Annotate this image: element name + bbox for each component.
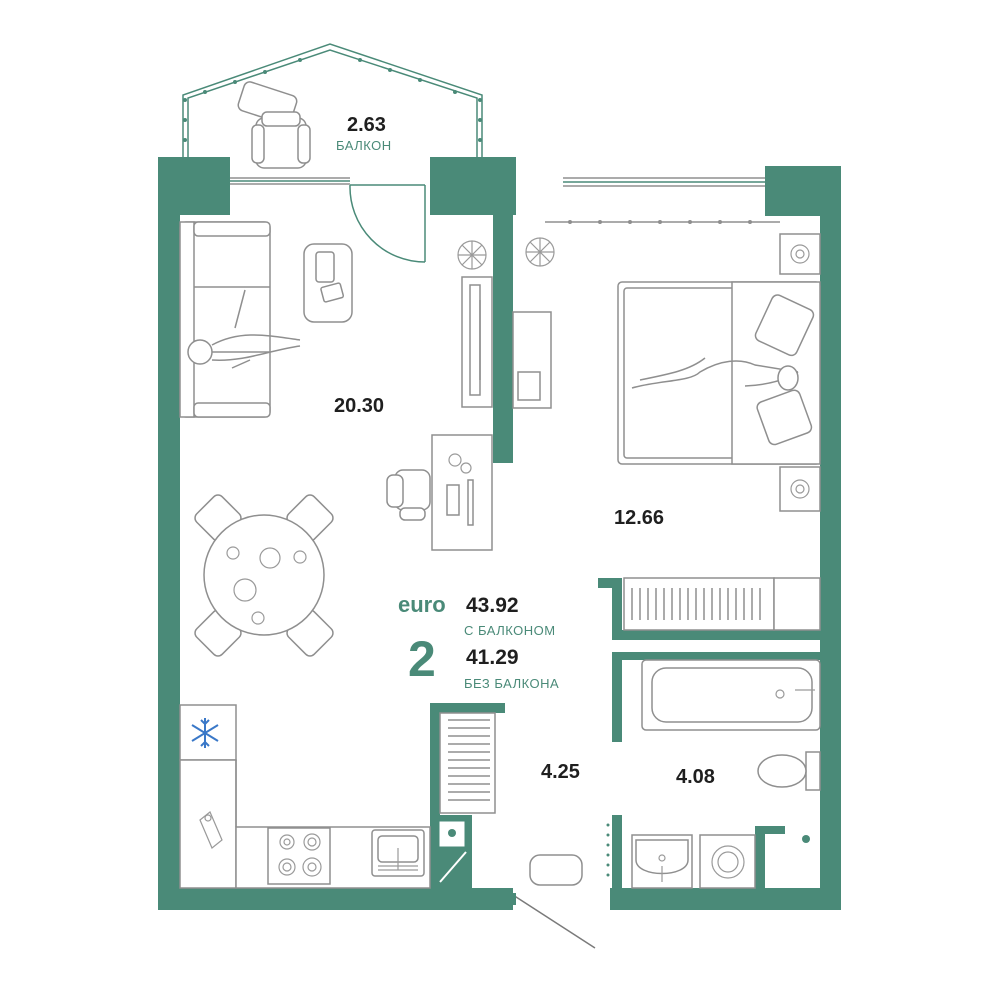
fridge (179, 704, 237, 761)
shoe-rack (439, 712, 496, 814)
apartment-summary: euro 2 43.92 С БАЛКОНОМ 41.29 БЕЗ БАЛКОН… (398, 592, 559, 691)
desk (431, 434, 493, 551)
stove-icon (267, 827, 331, 885)
person-figure (187, 289, 301, 369)
sink-icon (371, 829, 425, 877)
label-without-balcony: БЕЗ БАЛКОНА (464, 676, 559, 691)
room-count: 2 (408, 631, 436, 687)
radiator-icon (623, 577, 821, 631)
walls (158, 157, 841, 910)
coffee-table (303, 243, 353, 323)
bathtub-icon (641, 659, 821, 731)
nightstand (779, 233, 821, 512)
armchair-icon (386, 469, 431, 521)
windows (230, 177, 765, 187)
bed-icon (617, 281, 821, 465)
living-kitchen: 20.30 (179, 221, 493, 889)
format-label: euro (398, 592, 446, 617)
armchair-icon (237, 81, 311, 169)
balcony: 2.63 БАЛКОН (182, 43, 483, 185)
living-kitchen-area: 20.30 (334, 395, 384, 417)
bathroom: 4.08 (606, 659, 821, 889)
balcony-label: БАЛКОН (336, 138, 392, 153)
plant-icon (457, 240, 487, 270)
magazine (517, 371, 541, 401)
hallway: 4.25 (439, 712, 596, 949)
entrance-door-icon[interactable] (510, 893, 596, 949)
bedroom: 12.66 (512, 220, 821, 529)
sink-icon (631, 834, 693, 889)
toilet-icon (757, 751, 821, 791)
area-with-balcony: 43.92 (466, 594, 519, 617)
balcony-door[interactable] (349, 184, 426, 263)
hallway-area: 4.25 (541, 761, 580, 783)
label-with-balcony: С БАЛКОНОМ (464, 623, 556, 638)
snowflake-icon (191, 718, 219, 748)
bedroom-area: 12.66 (614, 507, 664, 529)
area-without-balcony: 41.29 (466, 646, 519, 669)
sofa (179, 221, 271, 418)
tv-unit (461, 276, 493, 408)
door-mat (529, 854, 583, 886)
plant-icon (525, 237, 555, 267)
washing-machine-icon (699, 834, 756, 889)
dining-table (194, 494, 334, 657)
bathroom-area: 4.08 (676, 766, 715, 788)
balcony-area: 2.63 (347, 114, 386, 136)
